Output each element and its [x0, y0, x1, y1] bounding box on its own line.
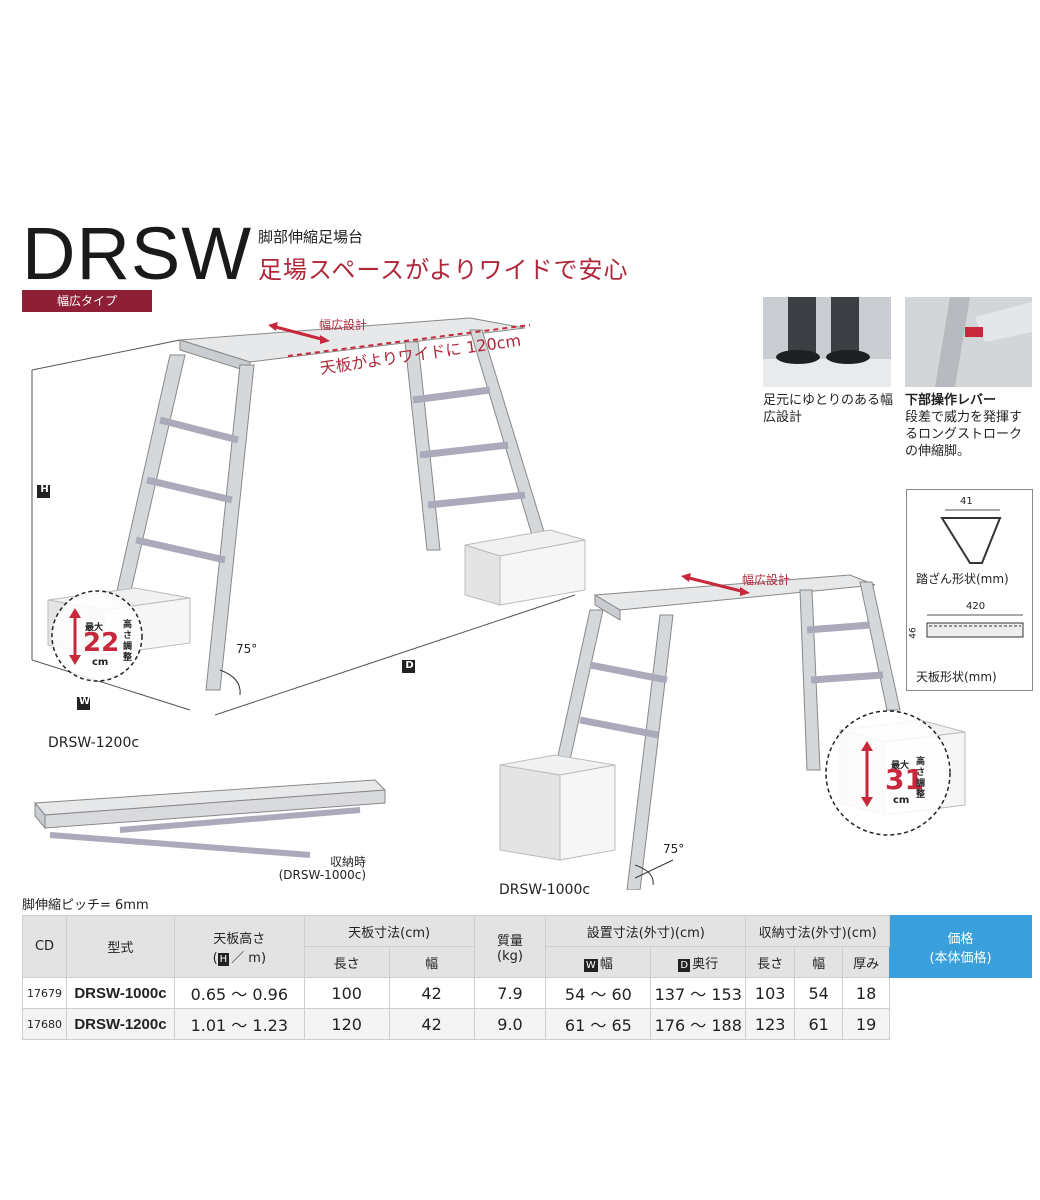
cell-width: 42 — [388, 1008, 475, 1040]
cell-model: DRSW-1000c — [65, 977, 175, 1009]
header-storage-size: 収納寸法(外寸)(cm) — [745, 915, 891, 947]
lever-icon — [935, 297, 1032, 387]
adjust-unit-small: cm — [893, 795, 910, 806]
cell-install-d: 137 ～ 153 — [650, 977, 747, 1009]
model-label-large: DRSW-1200c — [48, 735, 140, 751]
cell-install-d: 176 ～ 188 — [650, 1008, 747, 1040]
cell-storage-width: 61 — [794, 1008, 844, 1040]
folded-label-2: (DRSW-1000c) — [278, 868, 366, 882]
header-top-size: 天板寸法(cm) — [303, 915, 475, 947]
cell-storage-length: 103 — [745, 977, 796, 1009]
profile-box — [906, 489, 1033, 691]
pitch-note: 脚伸縮ピッチ= 6mm — [22, 898, 149, 913]
dim-d-label: D — [405, 660, 414, 671]
cell-width: 42 — [388, 977, 475, 1009]
photo-caption-1: 足元にゆとりのある幅広設計 — [763, 393, 894, 425]
adjust-label-large: 高さ調整 — [123, 620, 133, 663]
top-height: 46 — [908, 627, 919, 639]
cell-weight: 9.0 — [473, 1008, 547, 1040]
cell-storage-thick: 18 — [842, 977, 891, 1009]
type-badge: 幅広タイプ — [22, 290, 152, 312]
header-price-line2: (本体価格) — [929, 950, 992, 966]
table-row: 17679 DRSW-1000c 0.65 ～ 0.96 100 42 7.9 … — [22, 977, 1032, 1009]
header-weight-line1: 質量 — [496, 933, 523, 949]
folded-label-1: 収納時 — [329, 855, 366, 869]
cell-height: 0.65 ～ 0.96 — [173, 977, 305, 1009]
adjust-value-small: 31 — [885, 763, 924, 796]
header-storage-thick: 厚み — [842, 946, 891, 978]
cell-model: DRSW-1200c — [65, 1008, 175, 1040]
photo-lever — [905, 297, 1032, 387]
h-key-icon: H — [217, 952, 230, 966]
cell-length: 100 — [303, 977, 390, 1009]
header-cd: CD — [22, 915, 67, 978]
table-row: 17680 DRSW-1200c 1.01 ～ 1.23 120 42 9.0 … — [22, 1008, 1032, 1040]
adjust-unit-large: cm — [92, 657, 109, 668]
adjust-max-small: 最大 — [891, 761, 910, 771]
folded-platform-diagram — [33, 779, 387, 858]
header-install-size: 設置寸法(外寸)(cm) — [545, 915, 747, 947]
adjust-value-large: 22 — [83, 628, 120, 658]
step-profile-icon — [940, 509, 1002, 564]
d-key-icon: D — [678, 958, 691, 972]
top-profile-icon — [926, 614, 1024, 638]
header-price: 価格 (本体価格) — [889, 915, 1032, 978]
header-weight-line2: (kg) — [497, 948, 523, 964]
step-caption: 踏ざん形状(mm) — [916, 572, 1009, 586]
cell-storage-thick: 19 — [842, 1008, 891, 1040]
cell-storage-width: 54 — [794, 977, 844, 1009]
product-subtitle: 脚部伸縮足場台 — [258, 228, 364, 246]
cell-weight: 7.9 — [473, 977, 547, 1009]
header-storage-length: 長さ — [745, 946, 796, 978]
header-height: 天板高さ (H／ m) — [173, 915, 305, 978]
header-height-unit: ／ m) — [231, 950, 267, 966]
header-price-line1: 価格 — [947, 931, 974, 947]
cell-cd: 17679 — [22, 977, 67, 1009]
header-top-width: 幅 — [388, 946, 475, 978]
angle-label-small: 75° — [663, 842, 685, 856]
spec-table: CD 型式 天板高さ (H／ m) 天板寸法(cm) 質量 (kg) 設置寸法(… — [22, 915, 1032, 1040]
large-platform-diagram — [31, 317, 586, 716]
cell-install-w: 61 ～ 65 — [545, 1008, 652, 1040]
header-height-line2: (H／ m) — [212, 950, 267, 966]
header-top-length: 長さ — [303, 946, 390, 978]
header-weight: 質量 (kg) — [473, 915, 547, 978]
cell-height: 1.01 ～ 1.23 — [173, 1008, 305, 1040]
cell-storage-length: 123 — [745, 1008, 796, 1040]
small-platform-diagram — [499, 573, 966, 890]
header-install-w-label: 幅 — [599, 956, 613, 972]
top-width: 420 — [966, 601, 986, 612]
model-label-small: DRSW-1000c — [499, 882, 591, 898]
angle-label-large: 75° — [236, 642, 258, 656]
cell-price — [889, 977, 1032, 1009]
header-install-d-label: 奥行 — [692, 956, 719, 972]
product-headline: 足場スペースがよりワイドで安心 — [258, 256, 629, 284]
dim-h-label: H — [40, 484, 49, 495]
cell-length: 120 — [303, 1008, 390, 1040]
wide-design-label: 幅広設計 — [319, 318, 368, 332]
product-title: DRSW — [22, 212, 253, 295]
header-storage-width: 幅 — [794, 946, 844, 978]
adjust-max-large: 最大 — [85, 623, 104, 633]
cell-install-w: 54 ～ 60 — [545, 977, 652, 1009]
photo-caption-2: 段差で威力を発揮するロングストロークの伸縮脚。 — [905, 410, 1023, 459]
header-model: 型式 — [65, 915, 175, 978]
photo-wide-feet — [763, 297, 891, 387]
wide-design-label-small: 幅広設計 — [742, 573, 791, 587]
w-key-icon: W — [583, 958, 598, 972]
photo-caption-2-title: 下部操作レバー — [905, 393, 997, 408]
dim-w-label: W — [78, 696, 91, 707]
header-height-line1: 天板高さ — [213, 931, 266, 947]
cell-cd: 17680 — [22, 1008, 67, 1040]
step-dim: 41 — [960, 496, 973, 507]
cell-price — [889, 1008, 1032, 1040]
feet-icon — [763, 297, 891, 387]
top-caption: 天板形状(mm) — [916, 670, 997, 684]
adjust-label-small: 高さ調整 — [916, 757, 926, 800]
